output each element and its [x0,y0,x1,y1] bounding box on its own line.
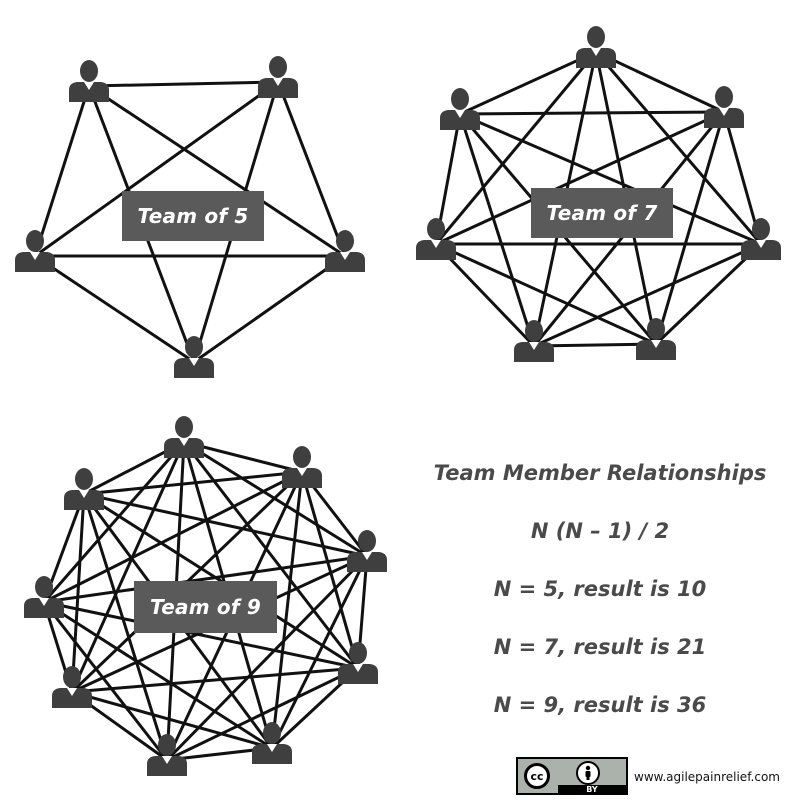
person-icon [258,56,298,98]
relationship-line [43,554,368,604]
relationship-line [654,242,763,346]
relationship-line [434,242,536,348]
relationship-line [533,242,762,348]
result-n7: N = 7, result is 21 [493,635,707,659]
relationship-line [300,471,360,669]
relationship-line [43,470,303,604]
team-of-9-label: Team of 9 [134,581,277,633]
person-icon [636,318,676,360]
formula-expression: N (N – 1) / 2 [530,519,670,543]
relationship-line [434,51,598,245]
person-icon [164,416,204,458]
relationship-line [42,601,169,761]
relationship-line [435,242,657,346]
relationship-line [70,441,186,693]
relationship-line [43,600,359,670]
relationship-line [71,666,359,694]
person-icon [174,336,214,378]
relationship-lines [434,50,763,348]
relationship-line [459,110,725,116]
relationship-line [654,111,726,345]
relationship-line [88,84,346,258]
person-icon [147,734,187,776]
team-of-9-network [24,416,387,776]
team-of-7-network [416,26,781,362]
relationship-line [70,493,86,693]
person-icon [440,88,480,130]
license-footer: cc BY www.agilepainrelief.com [516,757,796,797]
relationship-line [88,80,279,88]
relationship-line [193,254,346,364]
relationship-line [71,690,273,750]
relationship-line [459,50,597,116]
website-link[interactable]: www.agilepainrelief.com [634,770,780,784]
relationship-line [166,666,359,762]
person-icon [416,218,456,260]
person-icon [15,230,55,272]
relationship-line [83,470,303,496]
relationship-line [270,555,369,749]
relationship-line [42,441,186,603]
team-of-7-label: Team of 7 [531,188,673,238]
result-n5: N = 5, result is 10 [493,577,707,601]
person-icon [325,230,365,272]
person-icon [514,320,554,362]
relationship-line [43,600,273,750]
team-of-5-label: Team of 5 [122,191,264,241]
person-icon [704,86,744,128]
person-icon [24,576,64,618]
relationship-line [82,493,169,761]
relationship-line [595,50,725,114]
person-icon [576,26,616,68]
attribution-icon [576,761,600,785]
creative-commons-icon: cc [524,763,550,789]
formula-heading: Team Member Relationships [433,461,767,485]
relationship-line [458,113,536,347]
cc-by-badge[interactable]: cc BY [516,757,628,795]
relationship-line [34,254,195,364]
relationship-line [533,342,657,348]
relationship-line [34,80,279,258]
by-label: BY [558,785,626,795]
relationship-line [435,110,725,246]
relationship-line [165,554,369,762]
relationship-line [594,51,763,245]
relationship-line [276,81,347,257]
person-icon [252,722,292,764]
relationship-line [83,492,368,558]
person-icon [338,642,378,684]
relationship-line [270,471,304,749]
person-icon [64,468,104,510]
person-icon [69,60,109,102]
relationship-line [459,112,762,246]
person-icon [282,446,322,488]
person-icon [741,218,781,260]
person-icon [347,530,387,572]
relationship-line [33,85,91,257]
result-n9: N = 9, result is 36 [493,693,707,717]
person-icon [52,666,92,708]
